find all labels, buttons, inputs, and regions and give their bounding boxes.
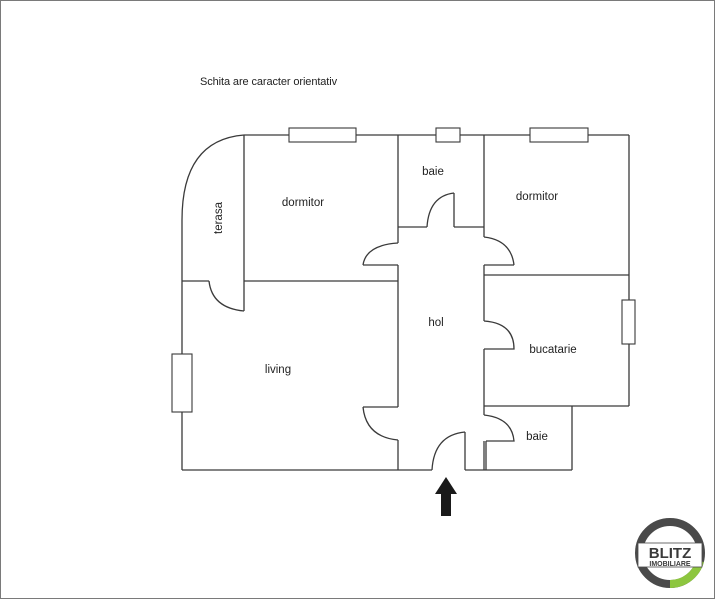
window-dormitor1: [288, 127, 357, 143]
room-label-baie-top: baie: [422, 166, 444, 178]
window-bucatarie: [621, 299, 636, 345]
dormitor2-door-arc: [483, 236, 515, 266]
room-label-dormitor-2: dormitor: [516, 191, 558, 203]
entrance-arrow-icon: [435, 477, 457, 516]
living-door-arc: [362, 406, 399, 441]
bucatarie-door-arc: [483, 320, 515, 350]
baie-top-door-arc: [426, 192, 455, 228]
room-label-bucatarie: bucatarie: [529, 344, 576, 356]
room-label-terasa: terasa: [213, 201, 225, 234]
room-label-dormitor-1: dormitor: [282, 197, 324, 209]
entry-door-arc: [431, 431, 466, 471]
room-label-living: living: [265, 364, 291, 376]
baie-bottom-door-arc: [483, 414, 515, 442]
room-label-baie-bottom: baie: [526, 431, 548, 443]
blitz-logo: BLITZ IMOBILIARE: [635, 518, 705, 589]
room-label-hol: hol: [428, 317, 443, 329]
logo-text-imobiliare: IMOBILIARE: [649, 561, 691, 568]
logo-text-blitz: BLITZ: [649, 545, 692, 562]
terasa-door-arc: [208, 280, 245, 312]
dormitor-door-arc: [362, 242, 399, 266]
disclaimer-note: Schita are caracter orientativ: [200, 76, 338, 88]
terasa-curved-wall: [181, 134, 245, 470]
window-living: [171, 353, 193, 413]
window-baie-top: [435, 127, 461, 143]
window-dormitor2: [529, 127, 589, 143]
